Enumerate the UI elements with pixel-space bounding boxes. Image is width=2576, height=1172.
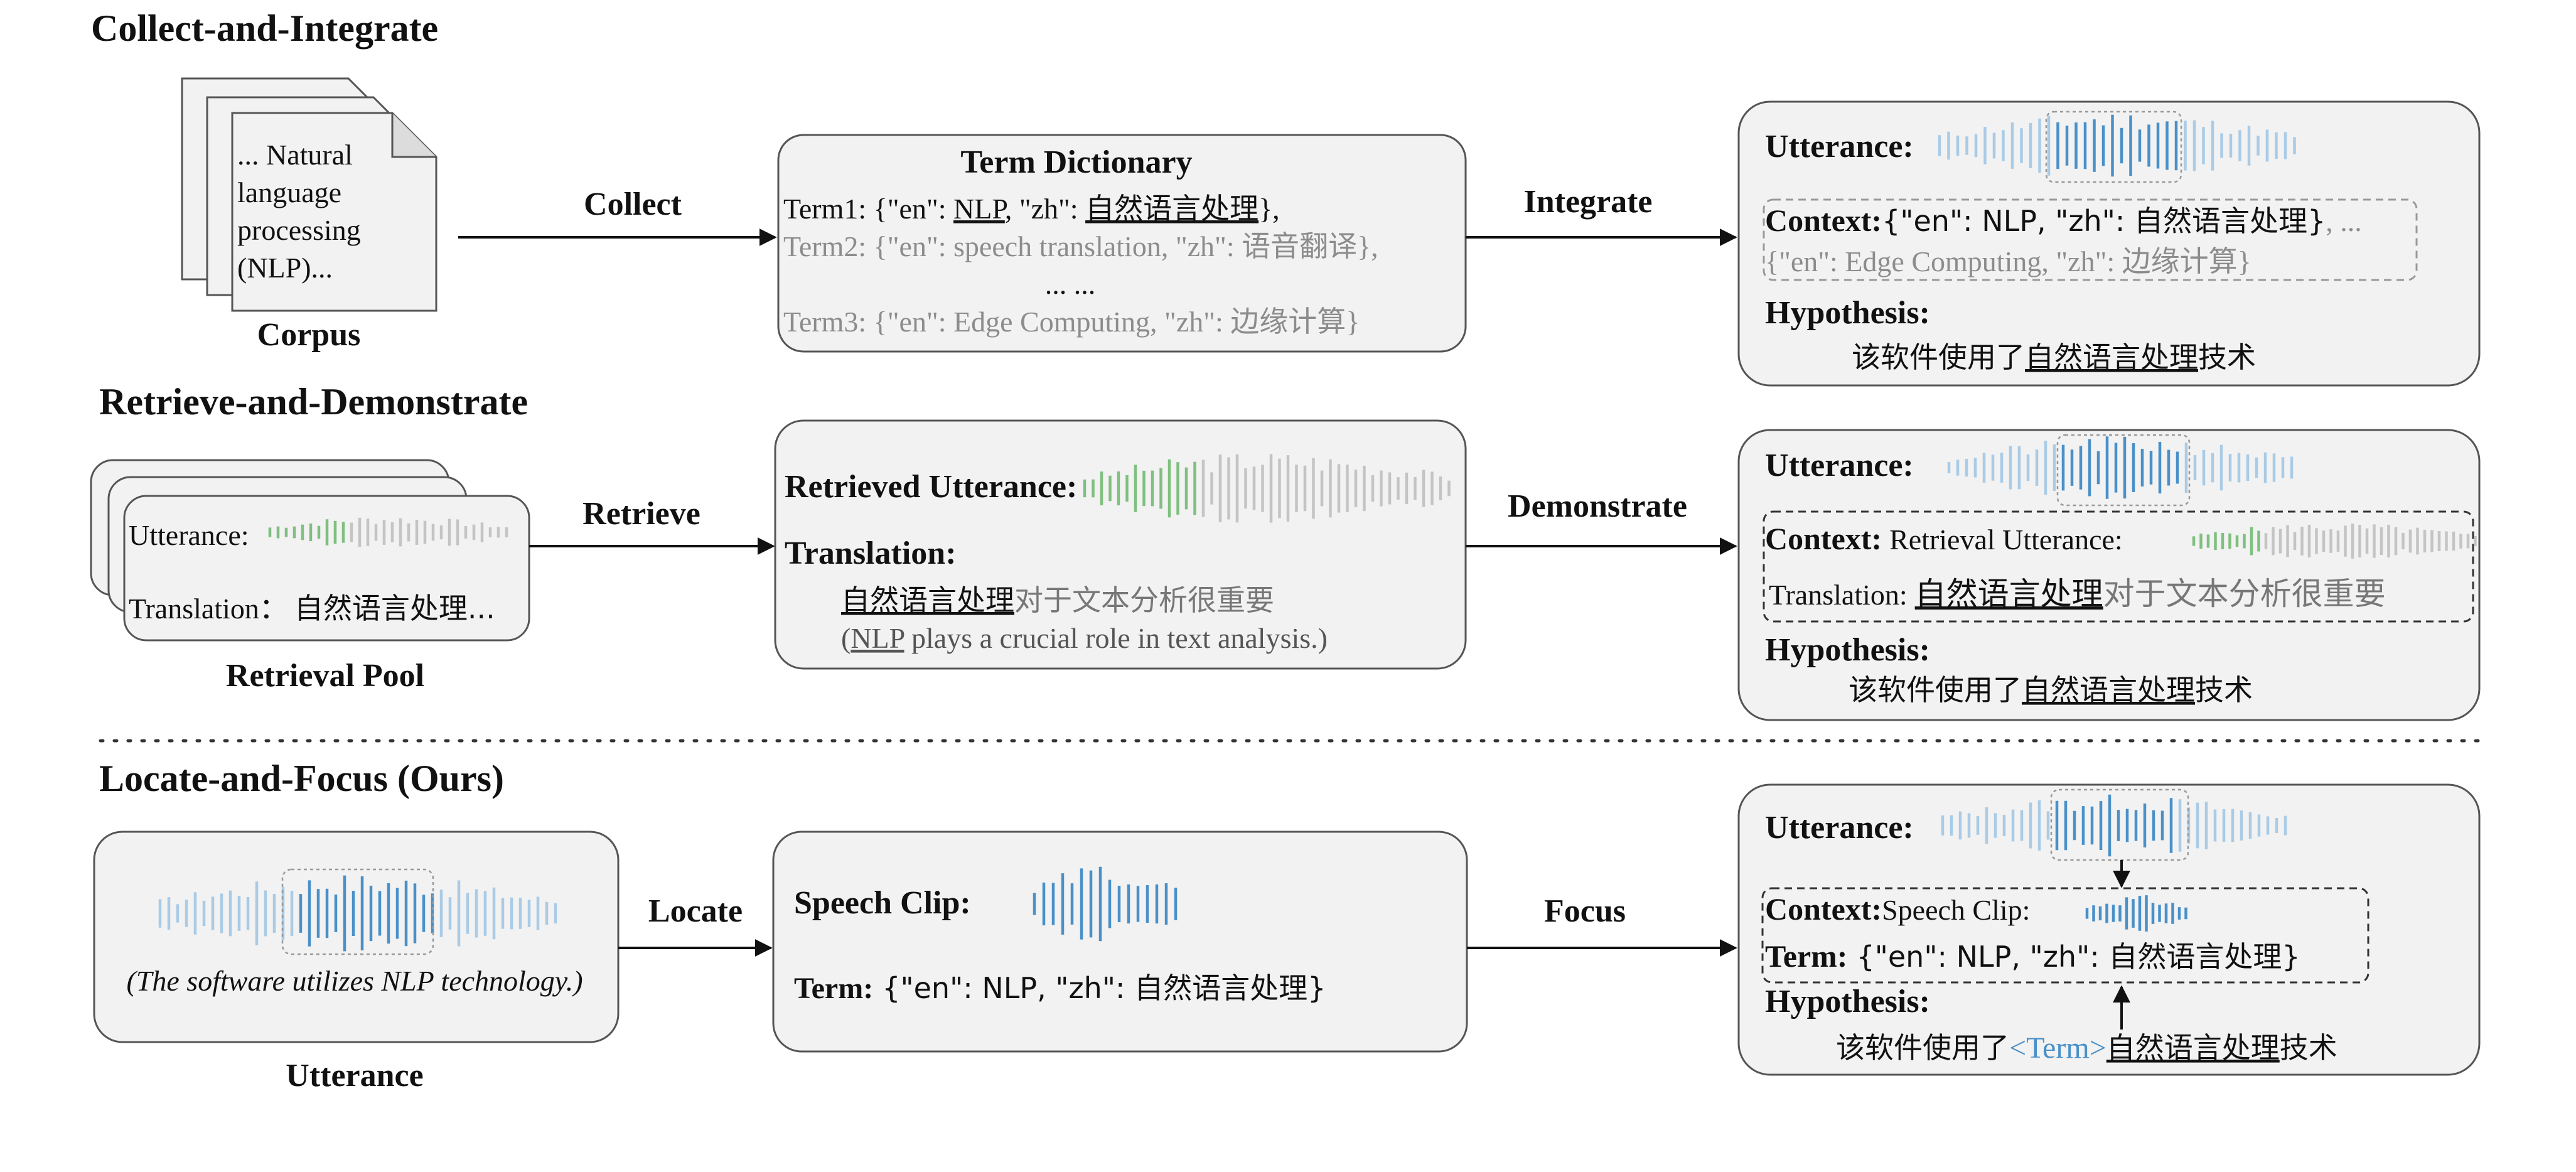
r2-context-line2: Translation:自然语言处理对于文本分析很重要 <box>1769 576 2386 612</box>
utterance-waveform <box>158 875 557 952</box>
r2-utterance-waveform <box>1947 436 2294 499</box>
focus-label: Focus <box>1544 893 1626 929</box>
r1-context-line2: {"en": Edge Computing, "zh": 边缘计算} <box>1765 245 2251 277</box>
focus-result-box <box>1737 783 2481 1076</box>
locate-label: Locate <box>648 893 743 929</box>
r3-utterance-label: Utterance: <box>1765 810 1914 846</box>
utterance-label: Utterance <box>286 1058 423 1094</box>
demonstrate-label: Demonstrate <box>1508 488 1687 524</box>
r2-utterance-label: Utterance: <box>1765 448 1914 483</box>
r3-context-line1: Context:Speech Clip: <box>1765 891 2030 927</box>
r2-context-line1: Context:Retrieval Utterance: <box>1765 521 2123 556</box>
corpus-line-4: (NLP)... <box>237 252 333 284</box>
speech-clip-waveform <box>1033 866 1178 942</box>
r1-utterance-waveform <box>1938 114 2296 177</box>
utterance-box <box>93 831 620 1043</box>
term-dictionary-box <box>777 134 1467 353</box>
pool-card-front <box>123 495 530 642</box>
term1-text: Term1: {"en": NLP, "zh": 自然语言处理}, <box>783 191 1280 225</box>
pool-label: Retrieval Pool <box>226 658 424 694</box>
corpus-label: Corpus <box>257 317 361 353</box>
retrieved-utterance-label: Retrieved Utterance: <box>785 469 1077 505</box>
r1-hypothesis-label: Hypothesis: <box>1765 295 1930 331</box>
r2-context-waveform <box>2192 524 2477 559</box>
r3-context-waveform <box>2085 895 2187 932</box>
retrieved-translation-zh: 自然语言处理对于文本分析很重要 <box>841 583 1274 617</box>
r3-hypothesis-label: Hypothesis: <box>1765 984 1930 1019</box>
demonstrate-result-box <box>1737 429 2481 721</box>
r3-utterance-waveform <box>1941 794 2287 857</box>
r3-context-line2: Term:{"en": NLP, "zh": 自然语言处理} <box>1765 938 2300 974</box>
corpus-line-3: processing <box>237 214 361 246</box>
r1-hypothesis-text: 该软件使用了自然语言处理技术 <box>1852 340 2256 374</box>
corpus-line-2: language <box>237 176 341 208</box>
r2-term-highlight <box>2056 434 2191 507</box>
integrate-label: Integrate <box>1523 184 1652 220</box>
r2-hypothesis-text: 该软件使用了自然语言处理技术 <box>1849 673 2253 707</box>
r3-context-box <box>1761 887 2369 984</box>
section-title-locate-focus: Locate-and-Focus (Ours) <box>99 758 504 799</box>
r1-utterance-label: Utterance: <box>1765 129 1914 164</box>
retrieved-translation-label: Translation: <box>785 535 957 571</box>
section-title-collect-integrate: Collect-and-Integrate <box>91 8 438 49</box>
section-title-retrieve-demonstrate: Retrieve-and-Demonstrate <box>99 381 528 422</box>
r3-hypothesis-text: 该软件使用了<Term>自然语言处理技术 <box>1836 1031 2337 1065</box>
pool-utterance-label: Utterance: <box>129 519 249 551</box>
r2-hypothesis-label: Hypothesis: <box>1765 632 1930 668</box>
locate-output-box <box>772 831 1468 1053</box>
retrieved-box <box>774 419 1467 670</box>
retrieved-utterance-waveform <box>1083 454 1451 523</box>
corpus-line-1: ... Natural <box>237 139 353 171</box>
locate-term: Term:{"en": NLP, "zh": 自然语言处理} <box>794 971 1326 1005</box>
retrieved-translation-en: (NLP plays a crucial role in text analys… <box>841 622 1328 654</box>
utterance-term-highlight <box>281 868 434 955</box>
term2-text: Term2: {"en": speech translation, "zh": … <box>783 230 1378 262</box>
r1-term-highlight <box>2045 110 2182 183</box>
r1-context-box <box>1763 198 2418 281</box>
integrate-result-box <box>1737 100 2481 387</box>
retrieve-label: Retrieve <box>582 496 700 532</box>
r1-context-line1: Context:{"en": NLP, "zh": 自然语言处理}, ... <box>1765 203 2362 238</box>
term-dots: ... ... <box>1045 268 1096 300</box>
pool-utterance-waveform <box>268 517 508 547</box>
speech-clip-label: Speech Clip: <box>794 885 971 921</box>
pool-translation: Translation：自然语言处理... <box>129 591 495 625</box>
corpus-icon <box>181 77 437 312</box>
term-dictionary-title: Term Dictionary <box>960 144 1192 180</box>
r2-context-box <box>1763 510 2474 623</box>
term3-text: Term3: {"en": Edge Computing, "zh": 边缘计算… <box>783 306 1360 338</box>
collect-label: Collect <box>584 186 682 222</box>
utterance-caption: (The software utilizes NLP technology.) <box>126 965 582 997</box>
